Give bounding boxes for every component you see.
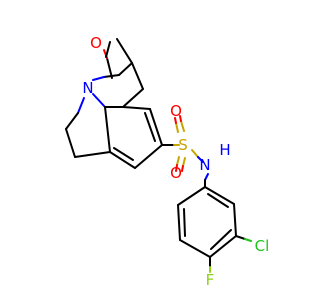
carbonyl-oxygen-label: O (90, 34, 102, 52)
fluorine-label: F (206, 271, 215, 289)
ring-nitrogen-label: N (82, 79, 93, 97)
sulfonyl-oxygen-top-label: O (170, 102, 182, 120)
sulfonyl-oxygen-bottom-label: O (170, 164, 182, 182)
bond-lines (65, 38, 252, 273)
chlorine-label: Cl (255, 237, 270, 255)
sulfonamide-hydrogen-label: H (219, 141, 230, 159)
chemical-structure: O N O S O N H Cl F (0, 0, 300, 300)
background (0, 0, 300, 300)
sulfonamide-nitrogen-label: N (199, 156, 210, 174)
atom-labels: O N O S O N H Cl F (82, 34, 269, 289)
sulfur-label: S (178, 136, 188, 154)
